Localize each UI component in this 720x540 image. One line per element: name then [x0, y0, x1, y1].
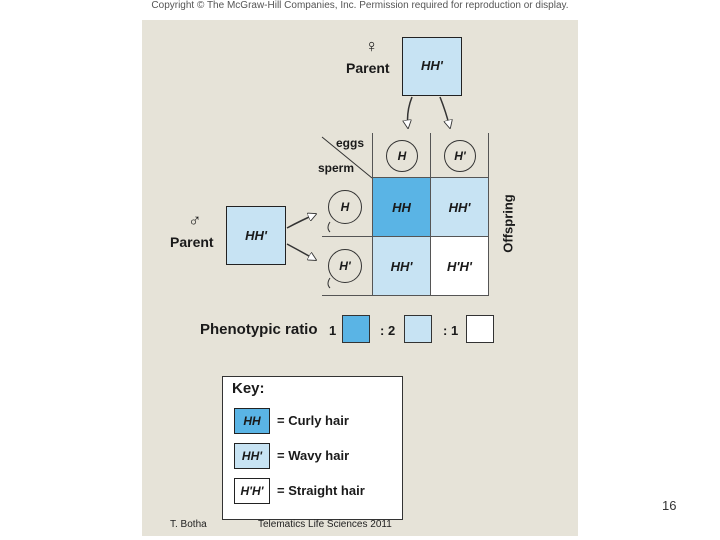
- arrow-to-sperm-hprime: [286, 243, 316, 260]
- sperm-label: sperm: [318, 161, 355, 175]
- male-parent-box: HH': [226, 206, 286, 265]
- key-swatch-straight: H'H': [234, 478, 270, 504]
- punnett-cell-0-0: HH: [372, 177, 431, 237]
- ratio-first: 1: [329, 323, 337, 338]
- arrow-to-egg-hprime: [439, 96, 450, 128]
- ratio-swatch-wavy: [404, 315, 432, 343]
- grid-line-bottom-left: [322, 295, 372, 296]
- key-swatch-wavy: HH': [234, 443, 270, 469]
- punnett-cell-0-1: HH': [430, 177, 489, 237]
- male-parent-genotype: HH': [245, 228, 267, 243]
- key-title: Key:: [232, 380, 265, 397]
- egg-circle-hprime: H': [444, 140, 476, 172]
- key-desc-wavy: = Wavy hair: [277, 448, 350, 463]
- punnett-cell-1-1: H'H': [430, 236, 489, 296]
- grid-line-mid-left: [322, 236, 372, 237]
- offspring-label: Offspring: [500, 194, 516, 253]
- footer-author: T. Botha: [170, 519, 207, 530]
- page-number: 16: [662, 498, 677, 513]
- ratio-swatch-curly: [342, 315, 370, 343]
- key-genotype-straight: H'H': [240, 484, 264, 498]
- grid-line-left-top: [372, 133, 373, 177]
- grid-line-mid-top: [430, 133, 431, 177]
- copyright-notice: Copyright © The McGraw-Hill Companies, I…: [151, 0, 569, 11]
- key-desc-straight: = Straight hair: [277, 483, 365, 498]
- eggs-label: eggs: [336, 136, 365, 150]
- sperm-tail-1: [327, 221, 331, 233]
- punnett-cell-1-0: HH': [372, 236, 431, 296]
- ratio-second: : 2: [380, 323, 396, 338]
- ratio-third: : 1: [443, 323, 459, 338]
- male-parent-label: Parent: [170, 234, 214, 250]
- footer-course: Telematics Life Sciences 2011: [258, 519, 392, 530]
- female-parent-genotype: HH': [421, 58, 443, 73]
- key-genotype-wavy: HH': [241, 449, 263, 463]
- sperm-circle-h: H: [328, 190, 362, 224]
- key-desc-curly: = Curly hair: [277, 413, 349, 428]
- sperm-circle-hprime: H': [328, 249, 362, 283]
- female-parent-box: HH': [402, 37, 462, 96]
- eggs-sperm-divider: [321, 136, 373, 179]
- arrow-to-sperm-h: [286, 214, 316, 229]
- ratio-swatch-straight: [466, 315, 494, 343]
- grid-line-right-top: [488, 133, 489, 177]
- ratio-label: Phenotypic ratio: [200, 321, 318, 338]
- female-parent-label: Parent: [346, 60, 390, 76]
- sperm-tail-2: [327, 277, 331, 289]
- arrow-to-egg-h: [408, 96, 413, 128]
- female-symbol: ♀: [365, 36, 379, 56]
- egg-circle-h: H: [386, 140, 418, 172]
- male-symbol: ♂: [188, 210, 202, 230]
- key-swatch-curly: HH: [234, 408, 270, 434]
- key-genotype-curly: HH: [243, 414, 261, 428]
